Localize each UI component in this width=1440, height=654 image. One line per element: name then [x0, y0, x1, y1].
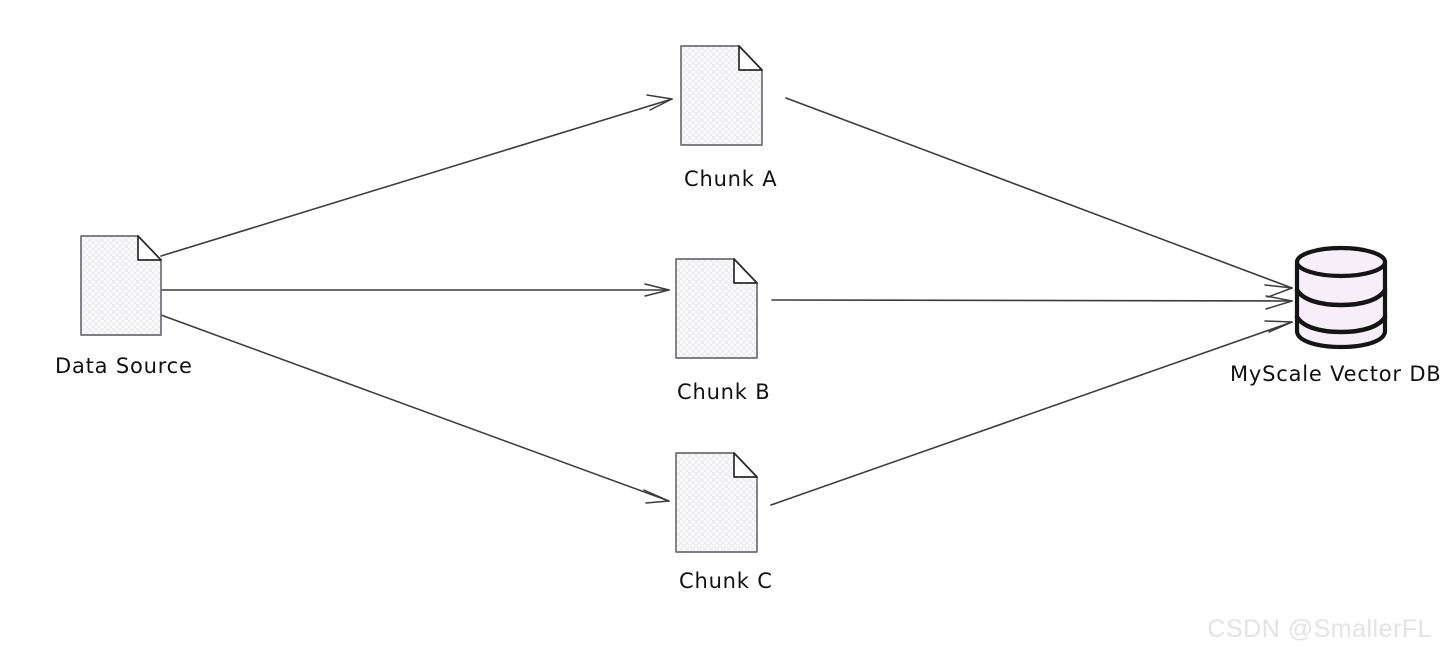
node-label-chunk-b: Chunk B	[677, 380, 770, 404]
watermark: CSDN @SmallerFL	[1207, 615, 1432, 643]
node-myscale-vector-db[interactable]: MyScale Vector DB	[1230, 245, 1440, 386]
edge-source-to-chunk-a	[160, 94, 673, 257]
node-chunk-c[interactable]: Chunk C	[675, 452, 773, 593]
edge-chunk-a-to-db	[785, 97, 1293, 298]
node-label-chunk-a: Chunk A	[684, 167, 777, 191]
node-data-source[interactable]: Data Source	[55, 235, 193, 378]
node-label-data-source: Data Source	[55, 354, 193, 378]
edge-source-to-chunk-b	[160, 283, 670, 297]
document-fold-icon	[137, 235, 162, 261]
edge-chunk-c-to-db	[770, 320, 1293, 506]
database-icon-band-2	[1294, 314, 1388, 335]
document-fold-icon	[733, 258, 758, 284]
edge-chunk-b-to-db	[771, 295, 1293, 310]
document-fold-icon	[733, 452, 758, 478]
node-label-myscale-vector-db: MyScale Vector DB	[1230, 362, 1440, 386]
edge-layer	[160, 94, 1293, 506]
node-label-chunk-c: Chunk C	[679, 569, 773, 593]
document-fold-icon	[738, 45, 763, 71]
node-chunk-a[interactable]: Chunk A	[680, 45, 777, 191]
node-chunk-b[interactable]: Chunk B	[675, 258, 770, 404]
edge-source-to-chunk-c	[160, 314, 670, 504]
database-icon-top	[1294, 245, 1388, 279]
database-icon-band-1	[1294, 287, 1388, 308]
